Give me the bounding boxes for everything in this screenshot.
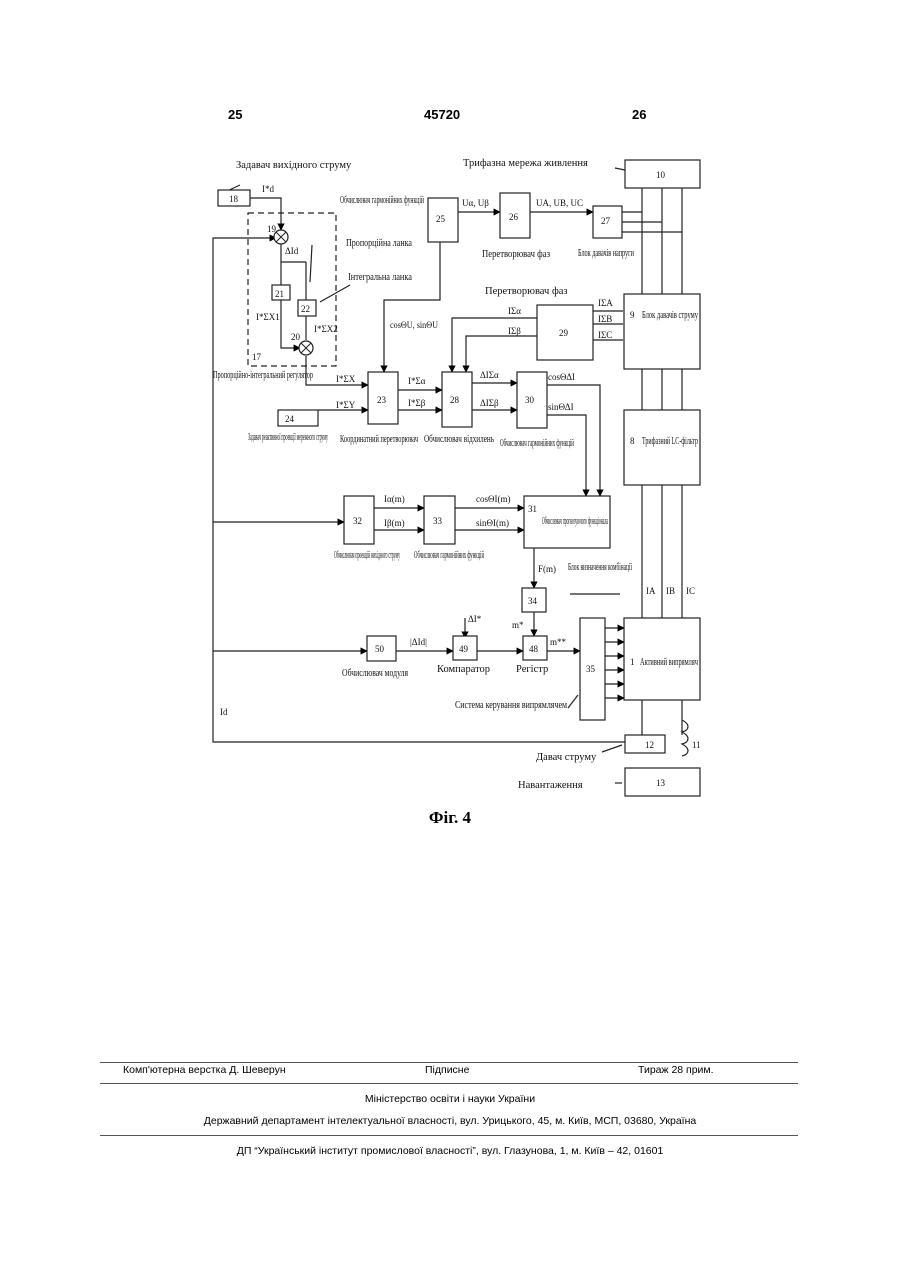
current-sensor-label: Давач струму — [536, 752, 597, 763]
block-number: 31 — [528, 504, 537, 514]
block-number: 17 — [252, 352, 262, 362]
divider — [100, 1062, 798, 1063]
circulation: Тираж 28 прим. — [638, 1064, 714, 1076]
block-number: 33 — [433, 516, 443, 526]
signal-label: I*ΣX — [336, 374, 356, 384]
block-number: 49 — [459, 644, 469, 654]
signal-label: ΔId — [285, 246, 299, 256]
harmonic-calc-mid-label: Обчислювач гармонійних функцій — [500, 438, 574, 449]
reactive-setter-label: Задавач реактивної проекції мережного ст… — [248, 432, 328, 443]
phase-converter-mid-label: Перетворювач фаз — [485, 286, 568, 297]
projection-calc-label: Обчислювач проекцій вихідного струму — [334, 550, 400, 561]
signal-label: IΣC — [598, 330, 612, 340]
harmonic-calc-low-label: Обчислювач гармонійних функцій — [414, 550, 484, 561]
block-number: 50 — [375, 644, 385, 654]
block-number: 20 — [291, 332, 301, 342]
signal-label: IA — [646, 586, 656, 596]
ministry: Міністерство освіти і науки України — [0, 1093, 900, 1105]
block-number: 1 — [630, 657, 635, 667]
block-number: 10 — [656, 170, 666, 180]
rectifier-control-label: Система керування випрямлячем — [455, 700, 567, 711]
deviation-calc-label: Обчислювач відхилень — [424, 434, 494, 445]
phase-converter-top-label: Перетворювач фаз — [482, 249, 550, 260]
block-number: 32 — [353, 516, 362, 526]
network-label: Трифазна мережа живлення — [463, 158, 588, 169]
block-number: 30 — [525, 395, 535, 405]
signal-label: IC — [686, 586, 695, 596]
signal-label: I*Σα — [408, 376, 426, 386]
block-number: 21 — [275, 289, 284, 299]
comparator-label: Компаратор — [437, 664, 490, 675]
layout-credit: Комп'ютерна верстка Д. Шеверун — [123, 1064, 286, 1076]
block-label: Блок давачів струму — [642, 310, 698, 321]
figure-caption: Фіг. 4 — [0, 808, 900, 828]
block-label: Обчислювач прогнозуючого функціонала — [542, 516, 608, 527]
block-number: 28 — [450, 395, 460, 405]
block-number: 29 — [559, 328, 569, 338]
signal-label: Id — [220, 707, 228, 717]
voltage-sensors-label: Блок давачів напруги — [578, 248, 634, 259]
signal-label: IΣB — [598, 314, 612, 324]
signal-label: ΔI* — [468, 614, 482, 624]
block-number: 12 — [645, 740, 654, 750]
signal-label: IΣA — [598, 298, 613, 308]
signal-label: m* — [512, 620, 524, 630]
block-number: 8 — [630, 436, 635, 446]
signal-label: I*Σβ — [408, 398, 426, 408]
signal-label: IΣα — [508, 306, 521, 316]
signal-label: UA, UB, UC — [536, 198, 583, 208]
signal-label: sinΘI(m) — [476, 518, 509, 528]
block-diagram: 10 9 8 1 12 11 13 18 19 20 21 22 17 23 2… — [0, 0, 900, 800]
integral-link-label: Інтегральна ланка — [348, 272, 412, 283]
signal-label: I*d — [262, 184, 274, 194]
block-number: 24 — [285, 414, 295, 424]
signal-label: I*ΣX2 — [314, 324, 338, 334]
output-current-setter-label: Задавач вихідного струму — [236, 160, 352, 171]
block-number: 25 — [436, 214, 446, 224]
signed-note: Підписне — [425, 1064, 469, 1076]
register-label: Регістр — [516, 664, 548, 675]
block-label: Трифазний LC-фільтр — [642, 436, 698, 447]
signal-label: cosΘΔI — [548, 372, 575, 382]
harmonic-calc-top-label: Обчислювач гармонійних функцій — [340, 195, 424, 206]
signal-label: ΔIΣα — [480, 370, 499, 380]
institute-address: ДП “Український інститут промислової вла… — [0, 1145, 900, 1157]
coordinate-converter-label: Координатний перетворювач — [340, 434, 418, 445]
block-number: 27 — [601, 216, 611, 226]
signal-label: sinΘΔI — [548, 402, 574, 412]
divider — [100, 1135, 798, 1136]
block-number: 23 — [377, 395, 387, 405]
block-number: 35 — [586, 664, 596, 674]
block-label: Активний випрямляч — [640, 657, 698, 668]
signal-label: F(m) — [538, 564, 556, 574]
block-number: 9 — [630, 310, 635, 320]
block-number: 48 — [529, 644, 539, 654]
block-number: 18 — [229, 194, 239, 204]
combination-block-label: Блок визначення комбінації — [568, 562, 632, 573]
signal-label: m** — [550, 637, 567, 647]
signal-label: IB — [666, 586, 675, 596]
signal-label: cosΘU, sinΘU — [390, 320, 438, 330]
signal-label: Iα(m) — [384, 494, 405, 504]
signal-label: |ΔId| — [410, 637, 427, 647]
block-number: 26 — [509, 212, 519, 222]
signal-label: cosΘI(m) — [476, 494, 511, 504]
signal-label: ΔIΣβ — [480, 398, 499, 408]
department-address: Державний департамент інтелектуальної вл… — [0, 1115, 900, 1127]
signal-label: Uα, Uβ — [462, 198, 489, 208]
signal-label: I*ΣY — [336, 400, 356, 410]
divider — [100, 1083, 798, 1084]
signal-label: IΣβ — [508, 326, 521, 336]
block-number: 19 — [267, 224, 277, 234]
block-number: 34 — [528, 596, 538, 606]
module-calc-label: Обчислювач модуля — [342, 668, 408, 679]
proportional-link-label: Пропорційна ланка — [346, 238, 412, 249]
block-number: 11 — [692, 740, 701, 750]
block-number: 22 — [301, 304, 310, 314]
load-label: Навантаження — [518, 780, 583, 791]
block-number: 13 — [656, 778, 666, 788]
pi-regulator-label: Пропорційно-інтегральний регулятор — [213, 370, 313, 381]
signal-label: Iβ(m) — [384, 518, 405, 528]
signal-label: I*ΣX1 — [256, 312, 280, 322]
